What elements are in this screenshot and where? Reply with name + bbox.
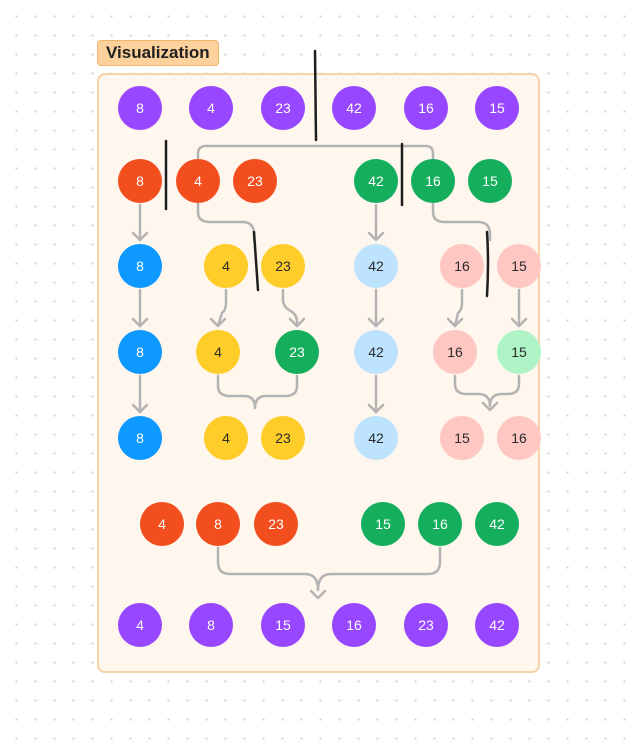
arrow-23-single [281, 288, 299, 328]
node-split-1-1[interactable]: 4 [176, 159, 220, 203]
node-output-1[interactable]: 8 [189, 603, 233, 647]
split-connector-16-15 [431, 202, 492, 242]
node-merge-1-2[interactable]: 23 [261, 416, 305, 460]
node-split-1-5[interactable]: 15 [468, 159, 512, 203]
node-split-2-3[interactable]: 42 [354, 244, 398, 288]
visualization-frame[interactable] [97, 73, 540, 673]
node-input-2[interactable]: 23 [261, 86, 305, 130]
node-merge-2-5[interactable]: 42 [475, 502, 519, 546]
arrow-23-single-head [288, 317, 306, 328]
node-split-2-4[interactable]: 16 [440, 244, 484, 288]
node-split-1-3[interactable]: 42 [354, 159, 398, 203]
node-merge-2-4[interactable]: 16 [418, 502, 462, 546]
node-merge-2-0[interactable]: 4 [140, 502, 184, 546]
node-split-2-0[interactable]: 8 [118, 244, 162, 288]
merge-brace-16-15-head [481, 401, 499, 412]
node-split-1-4[interactable]: 16 [411, 159, 455, 203]
node-singles-1[interactable]: 4 [196, 330, 240, 374]
node-input-4[interactable]: 16 [404, 86, 448, 130]
node-singles-4[interactable]: 16 [433, 330, 477, 374]
node-input-0[interactable]: 8 [118, 86, 162, 130]
arrow-8-c-head [131, 403, 149, 414]
node-singles-3[interactable]: 42 [354, 330, 398, 374]
node-merge-1-3[interactable]: 42 [354, 416, 398, 460]
node-input-3[interactable]: 42 [332, 86, 376, 130]
node-merge-1-5[interactable]: 16 [497, 416, 541, 460]
node-output-5[interactable]: 42 [475, 603, 519, 647]
node-split-2-5[interactable]: 15 [497, 244, 541, 288]
merge-brace-16-15 [453, 374, 521, 408]
node-split-1-0[interactable]: 8 [118, 159, 162, 203]
arrow-42-a-head [367, 231, 385, 242]
pen-stroke-1 [313, 49, 318, 142]
node-output-2[interactable]: 15 [261, 603, 305, 647]
split-connector-4-23 [196, 202, 256, 242]
arrow-4-single-head [209, 317, 227, 328]
arrow-8-b-head [131, 317, 149, 328]
merge-brace-final [216, 546, 442, 592]
node-merge-1-4[interactable]: 15 [440, 416, 484, 460]
merge-brace-final-head [309, 589, 327, 600]
pen-stroke-5 [485, 230, 490, 298]
node-split-2-2[interactable]: 23 [261, 244, 305, 288]
node-input-1[interactable]: 4 [189, 86, 233, 130]
arrow-15-single-head [510, 317, 528, 328]
arrow-4-single [216, 288, 228, 328]
node-singles-5[interactable]: 15 [497, 330, 541, 374]
node-singles-2[interactable]: 23 [275, 330, 319, 374]
arrow-42-b-head [367, 317, 385, 328]
arrow-8-a-head [131, 231, 149, 242]
node-output-3[interactable]: 16 [332, 603, 376, 647]
node-singles-0[interactable]: 8 [118, 330, 162, 374]
node-merge-2-1[interactable]: 8 [196, 502, 240, 546]
merge-brace-4-23 [216, 374, 299, 410]
node-merge-2-2[interactable]: 23 [254, 502, 298, 546]
node-merge-1-0[interactable]: 8 [118, 416, 162, 460]
split-connector-top [196, 144, 435, 160]
node-split-2-1[interactable]: 4 [204, 244, 248, 288]
node-output-4[interactable]: 23 [404, 603, 448, 647]
node-split-1-2[interactable]: 23 [233, 159, 277, 203]
pen-stroke-4 [252, 230, 260, 292]
arrow-16-single-head [446, 317, 464, 328]
frame-title[interactable]: Visualization [97, 40, 219, 66]
node-input-5[interactable]: 15 [475, 86, 519, 130]
node-output-0[interactable]: 4 [118, 603, 162, 647]
node-merge-2-3[interactable]: 15 [361, 502, 405, 546]
node-merge-1-1[interactable]: 4 [204, 416, 248, 460]
arrow-42-c-head [367, 403, 385, 414]
arrow-16-single [453, 288, 464, 328]
